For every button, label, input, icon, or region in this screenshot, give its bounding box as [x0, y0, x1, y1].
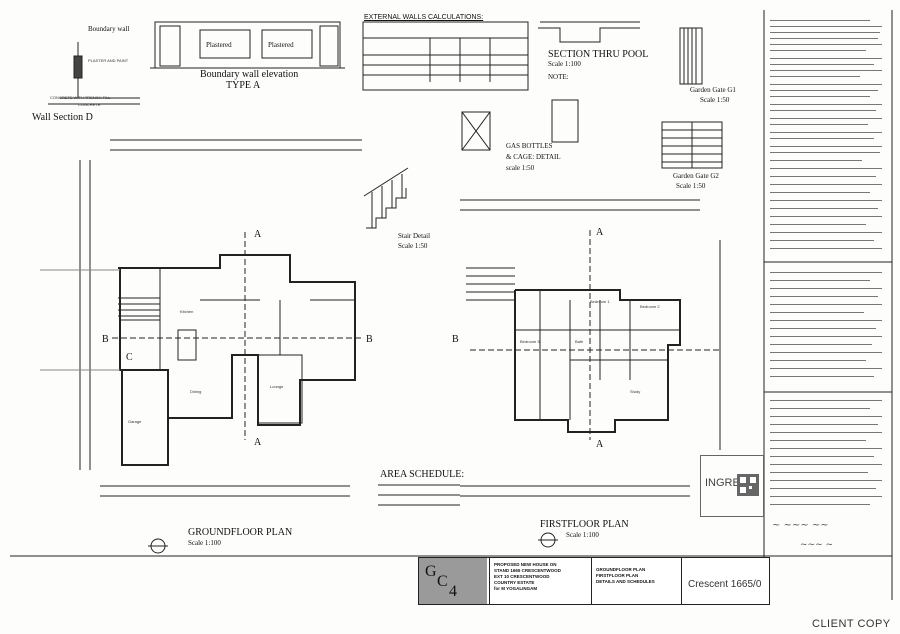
section-marker-c: C [126, 352, 133, 363]
project-line: STAND 1665 CRESCENTWOOD [494, 568, 561, 573]
wall-note-3: CONCRETE [78, 102, 101, 107]
section-marker-a-bottom: A [254, 437, 262, 448]
groundfloor-plan-scale: Scale 1:100 [188, 539, 221, 547]
wall-note-1: PLASTER AND PAINT [88, 58, 129, 63]
section-marker-b-left: B [102, 334, 109, 345]
section-marker-b-right: B [366, 334, 373, 345]
garden-gate-g2-title: Garden Gate G2 [673, 172, 719, 180]
external-walls-title: EXTERNAL WALLS CALCULATIONS: [364, 14, 484, 21]
room-label: Bedroom 2 [640, 304, 660, 309]
groundfloor-plan-title: GROUNDFLOOR PLAN [188, 527, 293, 538]
project-line: PROPOSED NEW HOUSE ON [494, 562, 557, 567]
section-marker-a-first-top: A [596, 227, 604, 238]
gas-title-2: & CAGE: DETAIL [506, 153, 561, 161]
drawing-description: GROUNDFLOOR PLAN FIRSTFLOOR PLAN DETAILS… [591, 558, 680, 604]
pool-note-heading: NOTE: [548, 73, 569, 81]
boundary-wall-type: TYPE A [226, 80, 261, 91]
wall-section-title: Wall Section D [32, 112, 93, 123]
project-line: for M YOGALINGAM [494, 586, 538, 591]
signature-scribble: ~~~ ~ [800, 540, 834, 550]
room-label: Bath [575, 339, 584, 344]
gas-scale: scale 1:50 [506, 164, 535, 172]
garden-gate-g2-scale: Scale 1:50 [676, 182, 706, 190]
section-marker-a-top: A [254, 229, 262, 240]
title-block: G C 4 PROPOSED NEW HOUSE ON STAND 1665 C… [418, 557, 770, 605]
stair-detail-scale: Scale 1:50 [398, 242, 428, 250]
section-marker-a-first-bottom: A [596, 439, 604, 450]
room-label: Bedroom 3 [520, 339, 540, 344]
pool-section-title: SECTION THRU POOL [548, 49, 649, 60]
panel-label-left: Plastered [206, 41, 232, 49]
qr-code-icon [737, 474, 759, 496]
room-label: Study [630, 389, 641, 394]
firstfloor-plan-title: FIRSTFLOOR PLAN [540, 519, 629, 530]
firm-logo: G C 4 [419, 558, 487, 604]
room-label: Dining [190, 389, 202, 394]
wall-note-2: CONCRETE WITH TRENCH FILL [50, 95, 111, 100]
drawing-line: DETAILS AND SCHEDULES [596, 579, 655, 584]
project-line: EXT 10 CRESCENTWOOD [494, 574, 550, 579]
client-copy-label: CLIENT COPY [812, 618, 891, 630]
panel-label-right: Plastered [268, 41, 294, 49]
room-label: Garage [128, 419, 142, 424]
project-line: COUNTRY ESTATE [494, 580, 535, 585]
drawing-reference-cell: Crescent 1665/0 [681, 558, 770, 604]
room-label: Bedroom 1 [590, 299, 610, 304]
garden-gate-g1-scale: Scale 1:50 [700, 96, 730, 104]
room-label: Kitchen [180, 309, 194, 314]
signature-scribble: ~ ~~~ ~~ [772, 520, 829, 531]
drawing-line: FIRSTFLOOR PLAN [596, 573, 639, 578]
area-schedule-title: AREA SCHEDULE: [380, 469, 465, 480]
logo-letter-c: C [437, 573, 448, 590]
section-marker-b-first: B [452, 334, 459, 345]
drawing-line: GROUNDFLOOR PLAN [596, 567, 646, 572]
logo-letter-g: G [425, 563, 437, 580]
room-label: Lounge [270, 384, 284, 389]
stamp-text: INGRE [705, 477, 740, 489]
firstfloor-plan-scale: Scale 1:100 [566, 531, 599, 539]
approval-stamp: INGRE [700, 455, 764, 517]
drawing-reference: Crescent 1665/0 [688, 579, 762, 590]
pool-section-scale: Scale 1:100 [548, 60, 581, 68]
gas-title-1: GAS BOTTLES [506, 142, 553, 150]
project-description: PROPOSED NEW HOUSE ON STAND 1665 CRESCEN… [489, 558, 590, 604]
logo-digit-4: 4 [449, 583, 457, 600]
wall-section-note: Boundary wall [88, 25, 130, 33]
boundary-wall-title: Boundary wall elevation [200, 69, 299, 80]
stair-detail-title: Stair Detail [398, 232, 431, 240]
garden-gate-g1-title: Garden Gate G1 [690, 86, 736, 94]
